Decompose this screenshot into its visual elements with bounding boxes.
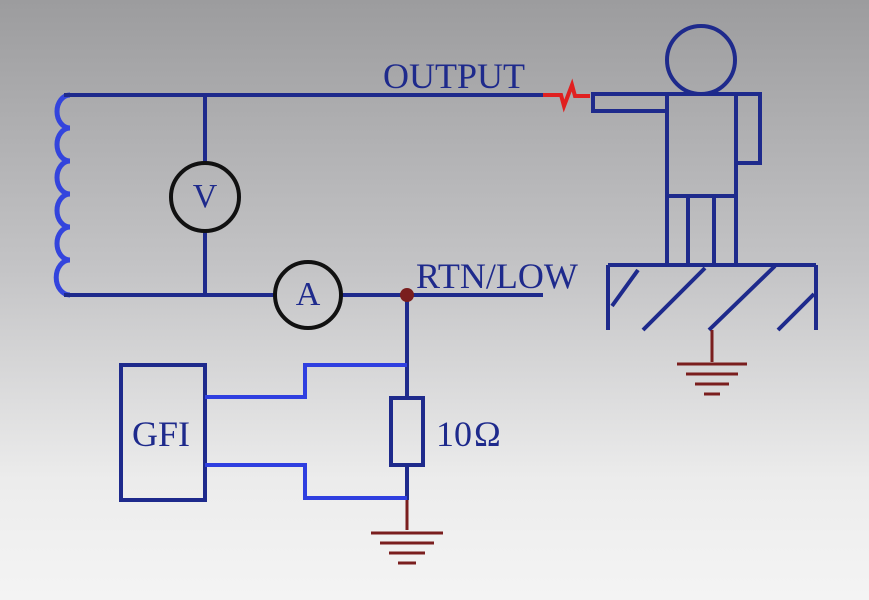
gfi-label: GFI [132,414,191,454]
transformer-coil [53,92,71,298]
gfi-box [119,363,207,502]
voltmeter-label: V [192,178,218,215]
person-middle-leg [686,194,716,267]
ground-symbol-upper [677,330,747,396]
person-torso [665,92,738,198]
gfi-sense-wire-top [205,363,407,399]
output-label: OUTPUT [383,56,525,96]
spark-icon [543,78,590,113]
floor-platform [606,263,818,332]
person-left-leg [665,194,690,267]
person-right-leg [712,194,738,267]
resistor-value: 10 [436,414,472,454]
ground-symbol-lower [371,531,443,565]
ammeter-label: A [295,276,321,313]
gfi-sense-wire-bottom [205,463,407,500]
junction-node [400,288,414,302]
person-hanging-arm [734,92,762,165]
resistor-10-ohm [389,396,425,467]
voltmeter-circle [169,161,241,233]
person-figure [591,24,762,267]
person-pointing-arm [591,92,669,113]
ammeter-circle [273,260,343,330]
person-head [665,24,737,96]
resistor-value-label: 10Ω [436,416,501,452]
ohm-symbol: Ω [474,414,501,454]
return-low-label: RTN/LOW [416,256,578,296]
